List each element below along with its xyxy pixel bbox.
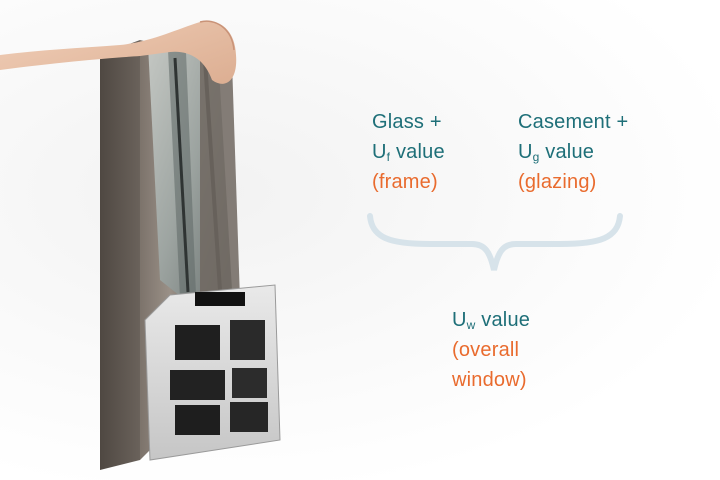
label-left-line1: Glass +	[372, 111, 442, 133]
label-bottom-value-word: value	[475, 309, 531, 331]
hand-finger-outline	[199, 20, 235, 51]
thermal-chamber-1	[175, 325, 220, 360]
frame-side-face	[100, 40, 140, 470]
glass-pane-edge-inner	[173, 57, 190, 293]
label-uw-overall-window: Uw value (overall window)	[452, 305, 530, 395]
thermal-chamber-6	[230, 402, 268, 432]
label-left-line2: Uf value	[372, 137, 445, 167]
thermal-chamber-5	[175, 405, 220, 435]
label-left-line3: (frame)	[372, 171, 438, 193]
hand	[0, 0, 237, 84]
label-bottom-line1: Uw value	[452, 305, 530, 335]
label-right-u: U	[518, 141, 533, 163]
label-bottom-u: U	[452, 309, 467, 331]
thermal-chamber-3	[170, 370, 225, 400]
label-bottom-subscript: w	[466, 318, 476, 332]
label-right-line1: Casement +	[518, 111, 629, 133]
label-left-subscript: f	[386, 150, 391, 164]
label-left-value-word: value	[390, 141, 445, 163]
casement-frame	[200, 60, 240, 330]
glazing-gasket	[195, 292, 245, 306]
label-right-value-word: value	[539, 141, 595, 163]
label-right-line3: (glazing)	[518, 171, 597, 193]
label-right-line2: Ug value	[518, 137, 628, 167]
window-profile-cross-section-image	[0, 0, 281, 470]
thermal-chamber-4	[232, 368, 267, 398]
thermal-chamber-2	[230, 320, 265, 360]
label-bottom-line2: (overall	[452, 339, 520, 361]
label-bottom-line3: window)	[452, 369, 527, 391]
label-casement-ug-glazing: Casement + Ug value (glazing)	[518, 107, 628, 197]
label-right-subscript: g	[532, 150, 540, 164]
curly-brace	[367, 213, 623, 271]
label-glass-uf-frame: Glass + Uf value (frame)	[372, 107, 445, 197]
label-left-u: U	[372, 141, 387, 163]
